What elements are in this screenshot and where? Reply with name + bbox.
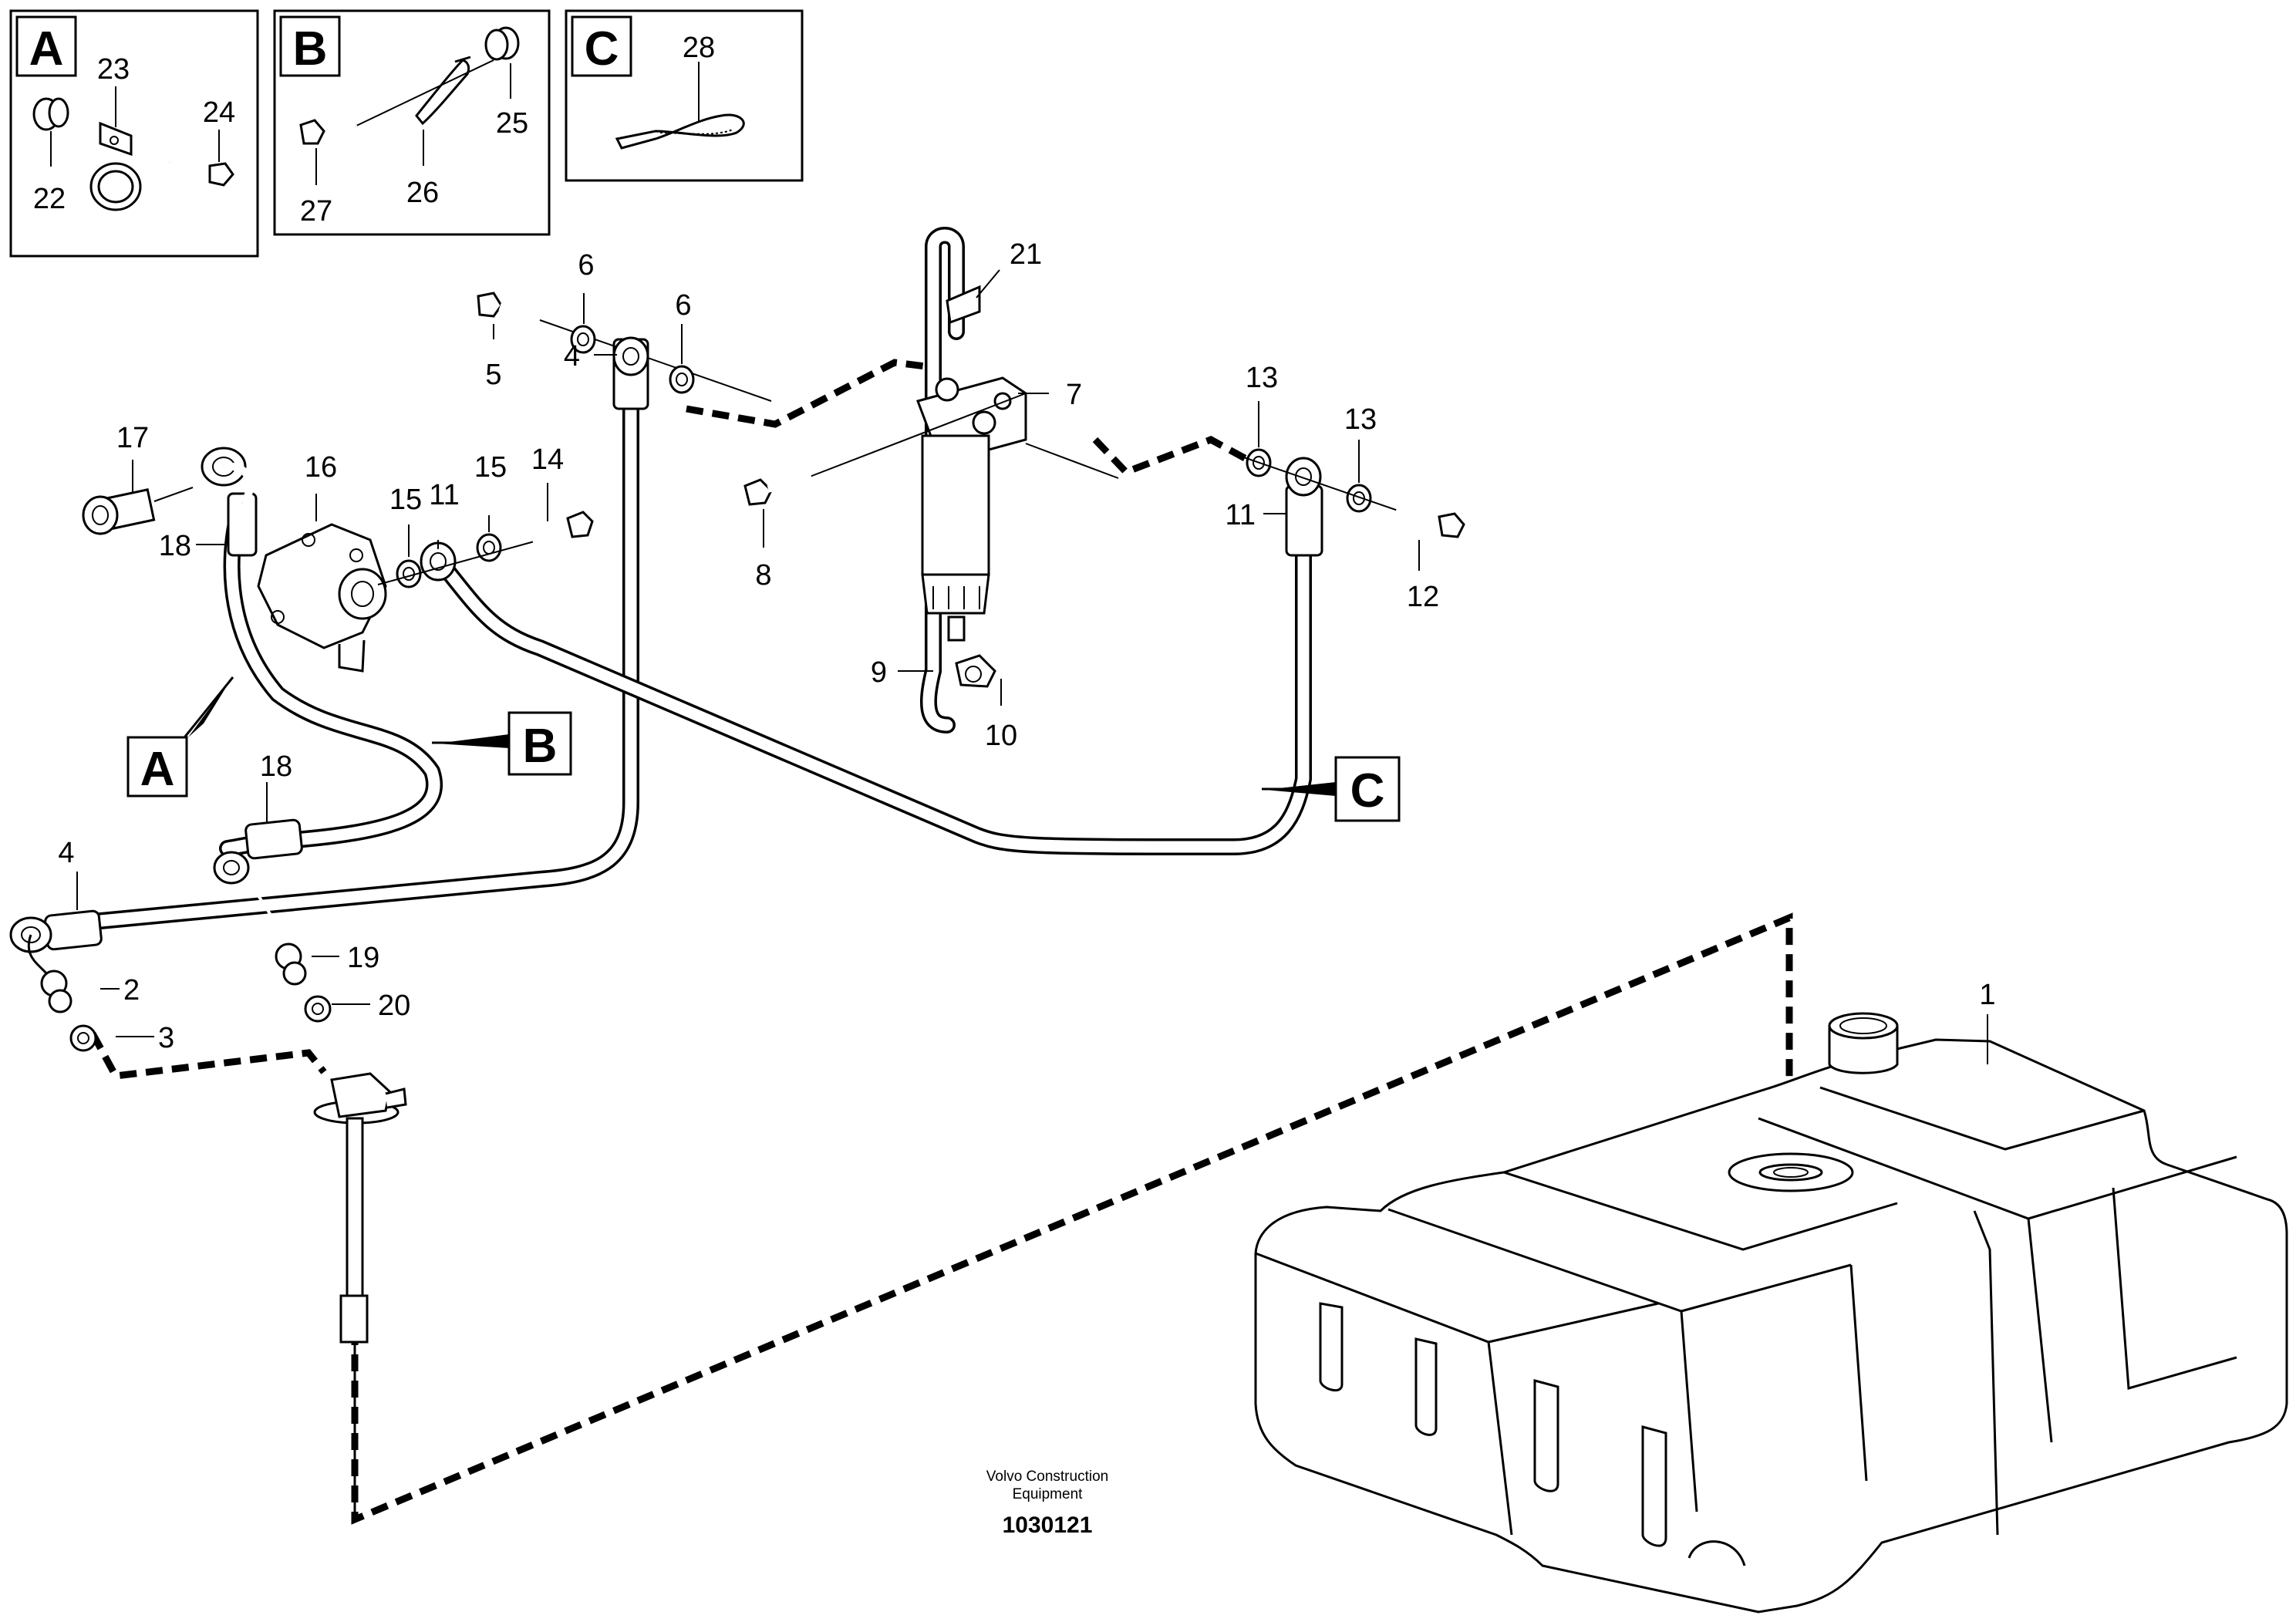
callout-21: 21 [1010, 238, 1042, 271]
callout-10: 10 [985, 720, 1017, 752]
spacer-part-22 [32, 97, 69, 131]
callout-15-left: 15 [389, 484, 422, 516]
sender-wire [241, 870, 333, 1012]
callout-11-right: 11 [1226, 499, 1256, 531]
banjo-bolt-14 [531, 511, 594, 544]
footer-line-1: Volvo Construction [986, 1469, 1108, 1485]
hose-4 [84, 362, 639, 930]
section-marker-c: C [1262, 756, 1401, 822]
callout-6-left: 6 [578, 249, 594, 282]
section-marker-a: A [126, 676, 234, 798]
callout-3: 3 [158, 1022, 174, 1054]
detail-box-b-letter: B [293, 22, 328, 76]
callout-4-upper: 4 [564, 340, 580, 373]
dashed-leader-filter-left [686, 359, 926, 428]
callout-17: 17 [116, 422, 149, 454]
callout-25: 25 [496, 107, 528, 140]
bolt-8 [743, 473, 813, 506]
leader-lines [76, 269, 1988, 1064]
callout-23: 23 [97, 53, 130, 86]
callout-4-lower: 4 [58, 837, 74, 869]
section-marker-b-letter: B [523, 720, 558, 773]
callout-9: 9 [871, 656, 887, 689]
screw-part-24 [168, 159, 234, 187]
fuel-pump-16 [257, 523, 387, 673]
fuel-level-sender [313, 1072, 407, 1519]
callout-19: 19 [347, 942, 379, 974]
section-marker-b: B [432, 711, 572, 776]
fuel-tank-1 [1254, 1012, 2288, 1614]
detail-box-c: C 28 [565, 9, 804, 182]
detail-box-c-letter: C [585, 22, 619, 76]
callout-13-right: 13 [1344, 403, 1377, 436]
drawing-number: 1030121 [1003, 1512, 1093, 1538]
callout-6-right: 6 [675, 289, 691, 322]
banjo-bolt-12 [1394, 507, 1465, 538]
callout-8: 8 [755, 559, 771, 592]
elbow-fitting-17-group [82, 447, 254, 535]
hose-11 [439, 493, 1312, 855]
callout-2: 2 [123, 974, 140, 1007]
callout-22: 22 [33, 183, 66, 215]
detail-box-a-letter: A [29, 22, 64, 76]
dashed-leader-filter-right [1092, 436, 1256, 477]
screw-part-27 [299, 119, 358, 145]
callout-13-left: 13 [1246, 362, 1278, 394]
banjo-bolt-5 [477, 292, 541, 324]
callout-1: 1 [1979, 979, 1995, 1011]
footer-line-2: Equipment [1013, 1486, 1084, 1502]
dashed-leader-sender [89, 1031, 327, 1080]
callout-7: 7 [1066, 379, 1082, 411]
callout-15-right: 15 [474, 451, 507, 484]
callout-18-upper: 18 [159, 530, 191, 562]
callout-12: 12 [1407, 581, 1439, 613]
callout-5: 5 [485, 359, 501, 391]
callout-16: 16 [305, 451, 337, 484]
fuel-filter-assembly [809, 227, 1119, 733]
callout-20: 20 [378, 990, 410, 1022]
spacer-part-25 [484, 26, 520, 61]
callout-18-lower: 18 [260, 750, 292, 783]
detail-box-a: A 23 24 22 [9, 9, 259, 258]
callout-14: 14 [531, 443, 564, 476]
section-marker-a-letter: A [140, 743, 175, 796]
callout-27: 27 [300, 195, 332, 228]
callout-26: 26 [406, 177, 439, 209]
clamp-part-23 [89, 121, 142, 211]
callout-28: 28 [683, 32, 715, 64]
detail-box-b: B 25 27 26 [273, 9, 551, 236]
section-marker-c-letter: C [1350, 764, 1385, 818]
callout-11-left: 11 [429, 479, 459, 511]
cable-tie-part-28 [615, 113, 745, 150]
clamp-10 [955, 654, 996, 688]
clip-part-26 [415, 56, 471, 126]
callout-24: 24 [203, 96, 235, 129]
